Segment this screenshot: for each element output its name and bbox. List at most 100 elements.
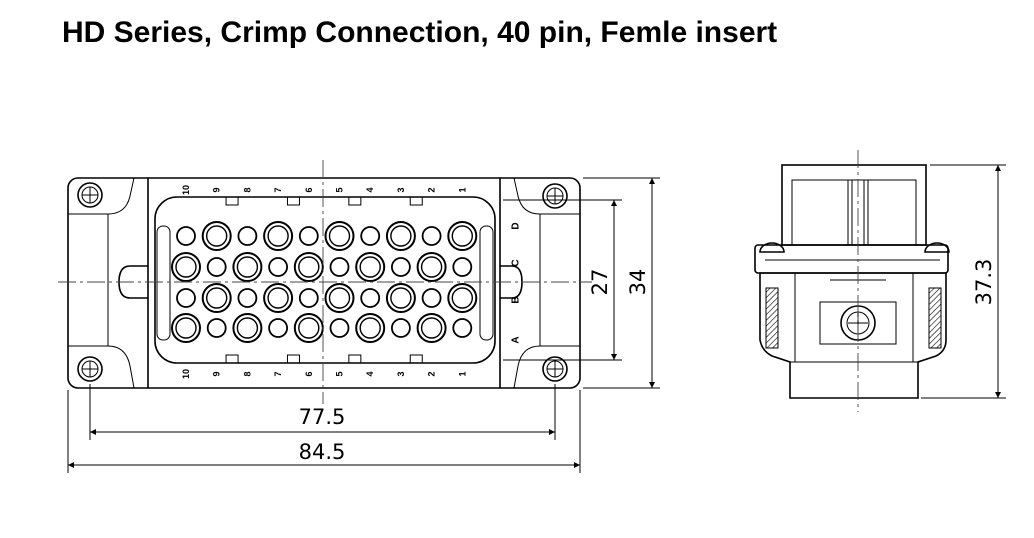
flange-outline — [67, 177, 581, 389]
insert-notch — [348, 354, 362, 364]
dimension-side-height: 37.3 — [972, 259, 996, 306]
row-letter: D — [511, 222, 522, 229]
right-ear-recess — [539, 213, 580, 347]
pin-hole-large — [293, 313, 324, 343]
dimension-overall-height: 34 — [626, 269, 650, 296]
screw-top-left — [77, 182, 103, 208]
pin-number-bottom: 1 — [457, 371, 467, 376]
pin-hole-small — [268, 257, 289, 277]
dimension-mounting-width: 77.5 — [299, 405, 346, 429]
front-dimensions: 77.5 84.5 27 34 — [67, 177, 660, 473]
pin-number-top: 4 — [365, 187, 375, 192]
pin-hole-small — [268, 318, 289, 338]
right-ear-contour-bottom — [513, 345, 541, 389]
pin-number-top: 2 — [427, 187, 437, 192]
pin-hole-large — [232, 313, 263, 343]
row-letter-labels: D C B A — [511, 222, 522, 343]
pin-hole-large — [171, 313, 201, 343]
pin-number-top: 8 — [242, 187, 252, 192]
pin-hole-large — [447, 221, 478, 251]
pin-hole-small — [206, 318, 227, 338]
row-letter: B — [511, 296, 522, 303]
side-lower-body — [759, 272, 947, 399]
pin-hole-small — [360, 226, 381, 246]
pin-number-top: 10 — [181, 185, 191, 195]
pin-number-top: 5 — [335, 187, 345, 192]
pin-hole-small — [298, 288, 319, 308]
pin-hole-large — [416, 252, 447, 282]
pin-hole-small — [329, 318, 350, 338]
pin-hole-small — [421, 288, 442, 308]
pin-hole-large — [324, 283, 355, 313]
screw-bottom-right — [542, 356, 568, 382]
dimension-overall-width: 84.5 — [299, 440, 346, 464]
insert-notch — [409, 354, 423, 364]
pin-hole-small — [176, 288, 196, 308]
pin-hole-small — [390, 318, 411, 338]
pin-hole-large — [263, 221, 294, 251]
pin-number-top: 7 — [273, 187, 283, 192]
pin-hole-small — [298, 226, 319, 246]
left-ear-contour-bottom — [107, 345, 135, 389]
pin-hole-large — [385, 283, 416, 313]
pin-hole-large — [201, 283, 232, 313]
screw-bottom-left — [77, 356, 103, 382]
side-upper-inner-frame — [791, 179, 917, 245]
pin-number-top: 6 — [304, 187, 314, 192]
pin-hole-large — [293, 252, 324, 282]
insert-notch — [286, 354, 300, 364]
pin-hole-small — [176, 226, 196, 246]
pin-number-top: 9 — [212, 187, 222, 192]
drawing-title: HD Series, Crimp Connection, 40 pin, Fem… — [62, 16, 778, 49]
pin-hole-large — [355, 313, 386, 343]
pin-field — [171, 221, 478, 343]
side-screw-head-right — [924, 242, 950, 253]
pin-number-top: 3 — [396, 187, 406, 192]
insert-slot-right — [479, 225, 494, 341]
screw-top-right — [542, 183, 568, 209]
pin-number-bottom: 8 — [242, 371, 252, 376]
pin-hole-large — [385, 221, 416, 251]
row-letter: C — [511, 259, 522, 266]
pin-hole-large — [232, 252, 263, 282]
pin-number-bottom: 10 — [181, 369, 191, 379]
right-ear-contour-top — [513, 177, 541, 215]
pin-number-bottom: 3 — [396, 371, 406, 376]
side-lower-inner — [794, 273, 914, 363]
pin-hole-large — [416, 313, 447, 343]
side-spring-left — [765, 287, 779, 349]
pin-number-bottom: 5 — [335, 371, 345, 376]
pin-number-bottom: 6 — [304, 371, 314, 376]
pin-hole-small — [329, 257, 350, 277]
pin-number-bottom: 4 — [365, 371, 375, 376]
pin-hole-small — [237, 226, 258, 246]
pin-hole-small — [390, 257, 411, 277]
insert-outline — [154, 196, 496, 364]
pin-hole-large — [355, 252, 386, 282]
insert-notch — [225, 354, 239, 364]
pin-number-top: 1 — [457, 187, 467, 192]
insert-notch — [225, 196, 239, 206]
insert-notch — [348, 196, 362, 206]
side-view — [754, 150, 950, 412]
pin-hole-large — [263, 283, 294, 313]
insert-notches — [225, 196, 423, 364]
row-letter: A — [511, 336, 522, 343]
side-upper-housing — [781, 164, 927, 246]
pin-hole-large — [447, 283, 478, 313]
left-ear-contour-top — [107, 177, 135, 215]
left-ear-recess — [68, 213, 109, 347]
dimension-insert-height: 27 — [588, 269, 612, 296]
insert-slot-left — [156, 225, 171, 341]
pin-hole-small — [452, 318, 473, 338]
side-dimensions: 37.3 — [921, 164, 1006, 399]
side-screw-head-left — [759, 242, 785, 253]
pin-hole-small — [421, 226, 442, 246]
insert-notch — [286, 196, 300, 206]
pin-hole-large — [324, 221, 355, 251]
pin-hole-small — [206, 257, 227, 277]
insert-notch — [409, 196, 423, 206]
